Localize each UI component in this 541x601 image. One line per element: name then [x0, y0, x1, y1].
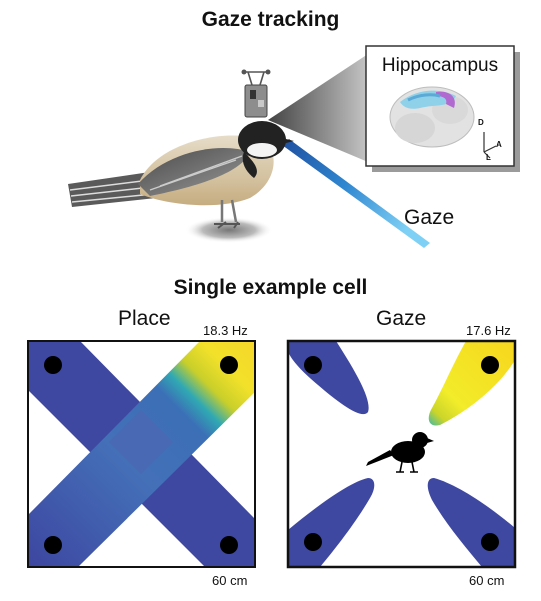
place-arm-tr-bl: [28, 341, 255, 567]
gaze-feeder-br: [481, 533, 499, 551]
orientation-axes: [483, 132, 497, 159]
place-feeder-br: [220, 536, 238, 554]
ground-shadow: [185, 217, 273, 243]
place-feeder-bl: [44, 536, 62, 554]
gaze-lobe-tl: [288, 341, 369, 415]
gaze-beam-label: Gaze: [404, 206, 455, 229]
gaze-lobe-br: [427, 478, 515, 567]
place-feeder-tr: [220, 356, 238, 374]
gaze-tracking-illustration: [68, 45, 520, 248]
bird-silhouette-icon: [366, 432, 434, 473]
gaze-panel-title: Gaze: [376, 307, 427, 330]
bottom-title: Single example cell: [173, 276, 368, 299]
gaze-lobe-bl: [288, 478, 375, 567]
gaze-feeder-bl: [304, 533, 322, 551]
top-title: Gaze tracking: [201, 8, 340, 31]
gaze-map-border: [286, 339, 517, 569]
axis-a-label: A: [496, 140, 502, 149]
place-map-border: [27, 340, 256, 568]
gaze-feeder-tl: [304, 356, 322, 374]
axis-d-label: D: [478, 118, 484, 127]
gaze-feeder-tr: [481, 356, 499, 374]
axis-l-label: L: [486, 153, 491, 162]
place-feeder-tl: [44, 356, 62, 374]
gaze-beam: [282, 139, 430, 248]
place-scale-label: 60 cm: [212, 573, 248, 588]
bird-legs: [220, 199, 238, 223]
inset-title: Hippocampus: [381, 55, 499, 76]
bird-cheek: [247, 143, 277, 157]
bird-bib: [242, 152, 257, 178]
place-panel-title: Place: [118, 307, 171, 330]
bird-beak: [282, 138, 294, 144]
place-peak-rate: 18.3 Hz: [203, 323, 248, 338]
projection-cone: [268, 54, 368, 162]
gaze-scale-label: 60 cm: [469, 573, 505, 588]
place-arm-tl-br: [28, 341, 255, 567]
gaze-peak-rate: 17.6 Hz: [466, 323, 511, 338]
bird-tail: [68, 172, 156, 207]
gaze-lobe-tr: [428, 341, 515, 426]
